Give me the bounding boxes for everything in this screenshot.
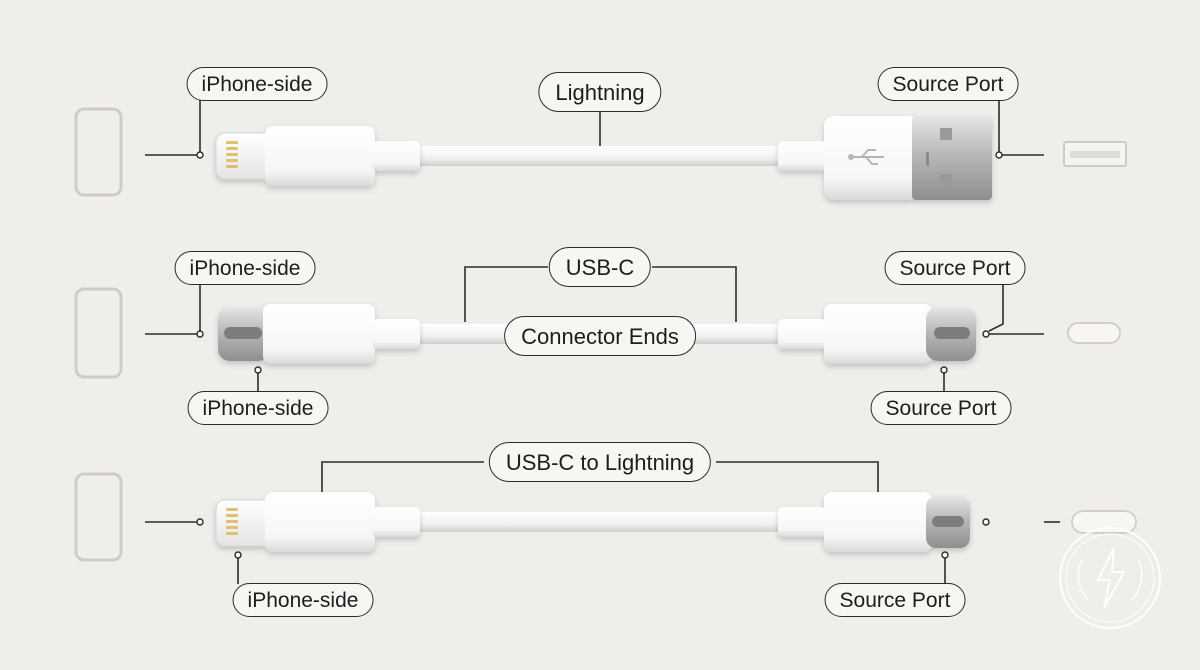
lightning-pins (226, 508, 238, 535)
phone-outline-icon (74, 287, 123, 379)
lightning-plug (215, 492, 420, 552)
usb-trident-icon (848, 149, 884, 165)
cable-usb-c-to-lightning (410, 512, 785, 532)
usb-c-port-icon (1071, 510, 1137, 534)
lightning-plug (215, 126, 420, 186)
usb-a-plug (778, 116, 992, 200)
usb-a-contacts (926, 128, 952, 186)
usb-c-opening (224, 327, 262, 339)
title-usb-c-to-lightning: USB-C to Lightning (488, 442, 712, 482)
row-usb-c-to-lightning (74, 461, 1137, 584)
label-iphone-side-bottom: iPhone-side (187, 391, 329, 425)
label-source-port-bottom: Source Port (870, 391, 1012, 425)
title-usb-c: USB-C (548, 247, 652, 287)
label-iphone-side-top: iPhone-side (174, 251, 316, 285)
label-iphone-side: iPhone-side (232, 583, 374, 617)
row-lightning (74, 100, 1127, 200)
label-source-port: Source Port (824, 583, 966, 617)
usb-c-port-icon (1067, 322, 1121, 344)
lightning-bolt-badge-icon (1059, 527, 1161, 629)
title-lightning: Lightning (538, 72, 662, 112)
lightning-pins (226, 141, 238, 168)
phone-outline-icon (74, 472, 123, 562)
label-iphone-side: iPhone-side (186, 67, 328, 101)
usb-a-port-icon (1063, 141, 1127, 167)
label-source-port-top: Source Port (884, 251, 1026, 285)
label-source-port: Source Port (877, 67, 1019, 101)
phone-outline-icon (74, 107, 123, 197)
subtitle-connector-ends: Connector Ends (504, 316, 696, 356)
usb-c-opening (934, 327, 970, 339)
cable-lightning (410, 146, 785, 166)
usb-c-opening (932, 516, 964, 527)
